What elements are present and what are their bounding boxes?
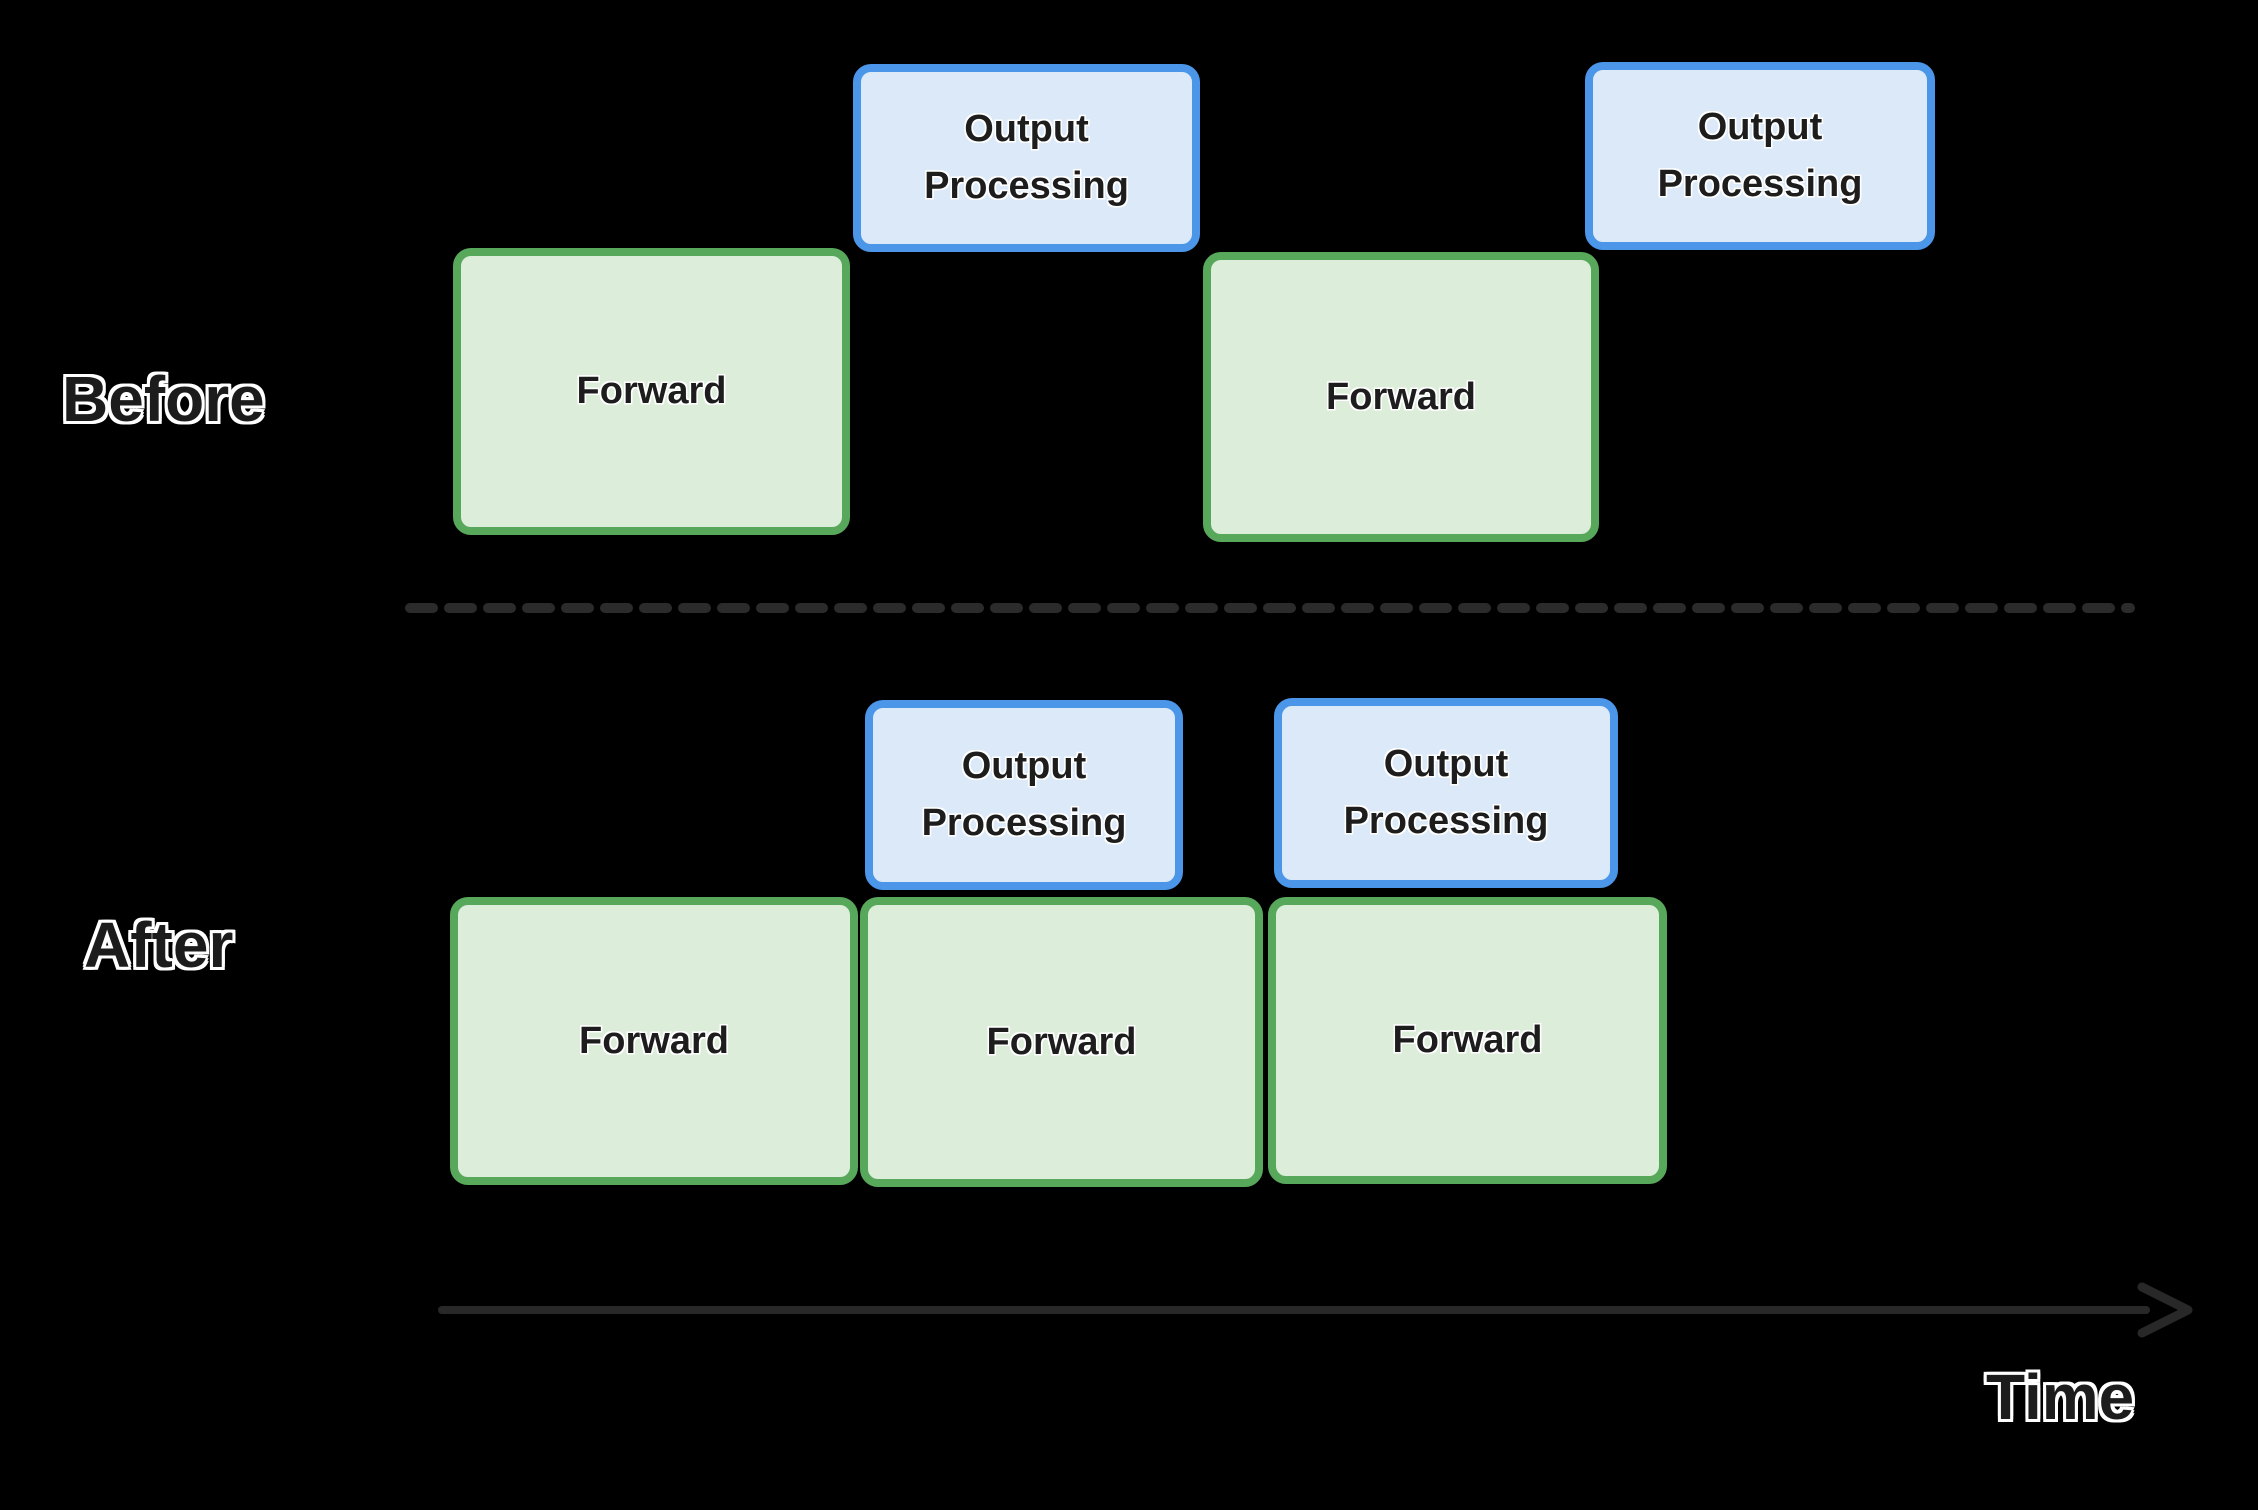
after-forward-box-2-label: Forward bbox=[986, 1020, 1137, 1063]
before-after-divider-dashed-line bbox=[405, 603, 2135, 613]
after-forward-box-1: Forward bbox=[450, 897, 858, 1185]
before-forward-box-2-label: Forward bbox=[1326, 375, 1476, 418]
after-forward-box-2: Forward bbox=[860, 897, 1263, 1187]
after-output-processing-box-1: Output Processing bbox=[865, 700, 1183, 890]
after-output-processing-box-2-label: Output Processing bbox=[1343, 743, 1549, 842]
before-output-processing-box-2: Output Processing bbox=[1585, 62, 1935, 250]
before-row-label: Before bbox=[62, 363, 265, 435]
time-axis-arrow-icon bbox=[438, 1282, 2193, 1338]
before-forward-box-1-label: Forward bbox=[576, 370, 727, 412]
after-forward-box-3-label: Forward bbox=[1392, 1019, 1543, 1061]
after-output-processing-box-1-label: Output Processing bbox=[921, 745, 1127, 844]
after-forward-box-3: Forward bbox=[1268, 897, 1667, 1184]
before-output-processing-box-1: Output Processing bbox=[853, 64, 1200, 252]
before-forward-box-1: Forward bbox=[453, 248, 850, 535]
time-axis-label: Time bbox=[1986, 1361, 2135, 1433]
before-output-processing-box-2-label: Output Processing bbox=[1657, 106, 1863, 205]
after-output-processing-box-2: Output Processing bbox=[1274, 698, 1618, 888]
after-forward-box-1-label: Forward bbox=[579, 1019, 729, 1062]
before-forward-box-2: Forward bbox=[1203, 252, 1599, 542]
after-row-label: After bbox=[84, 909, 234, 981]
before-output-processing-box-1-label: Output Processing bbox=[924, 108, 1129, 207]
